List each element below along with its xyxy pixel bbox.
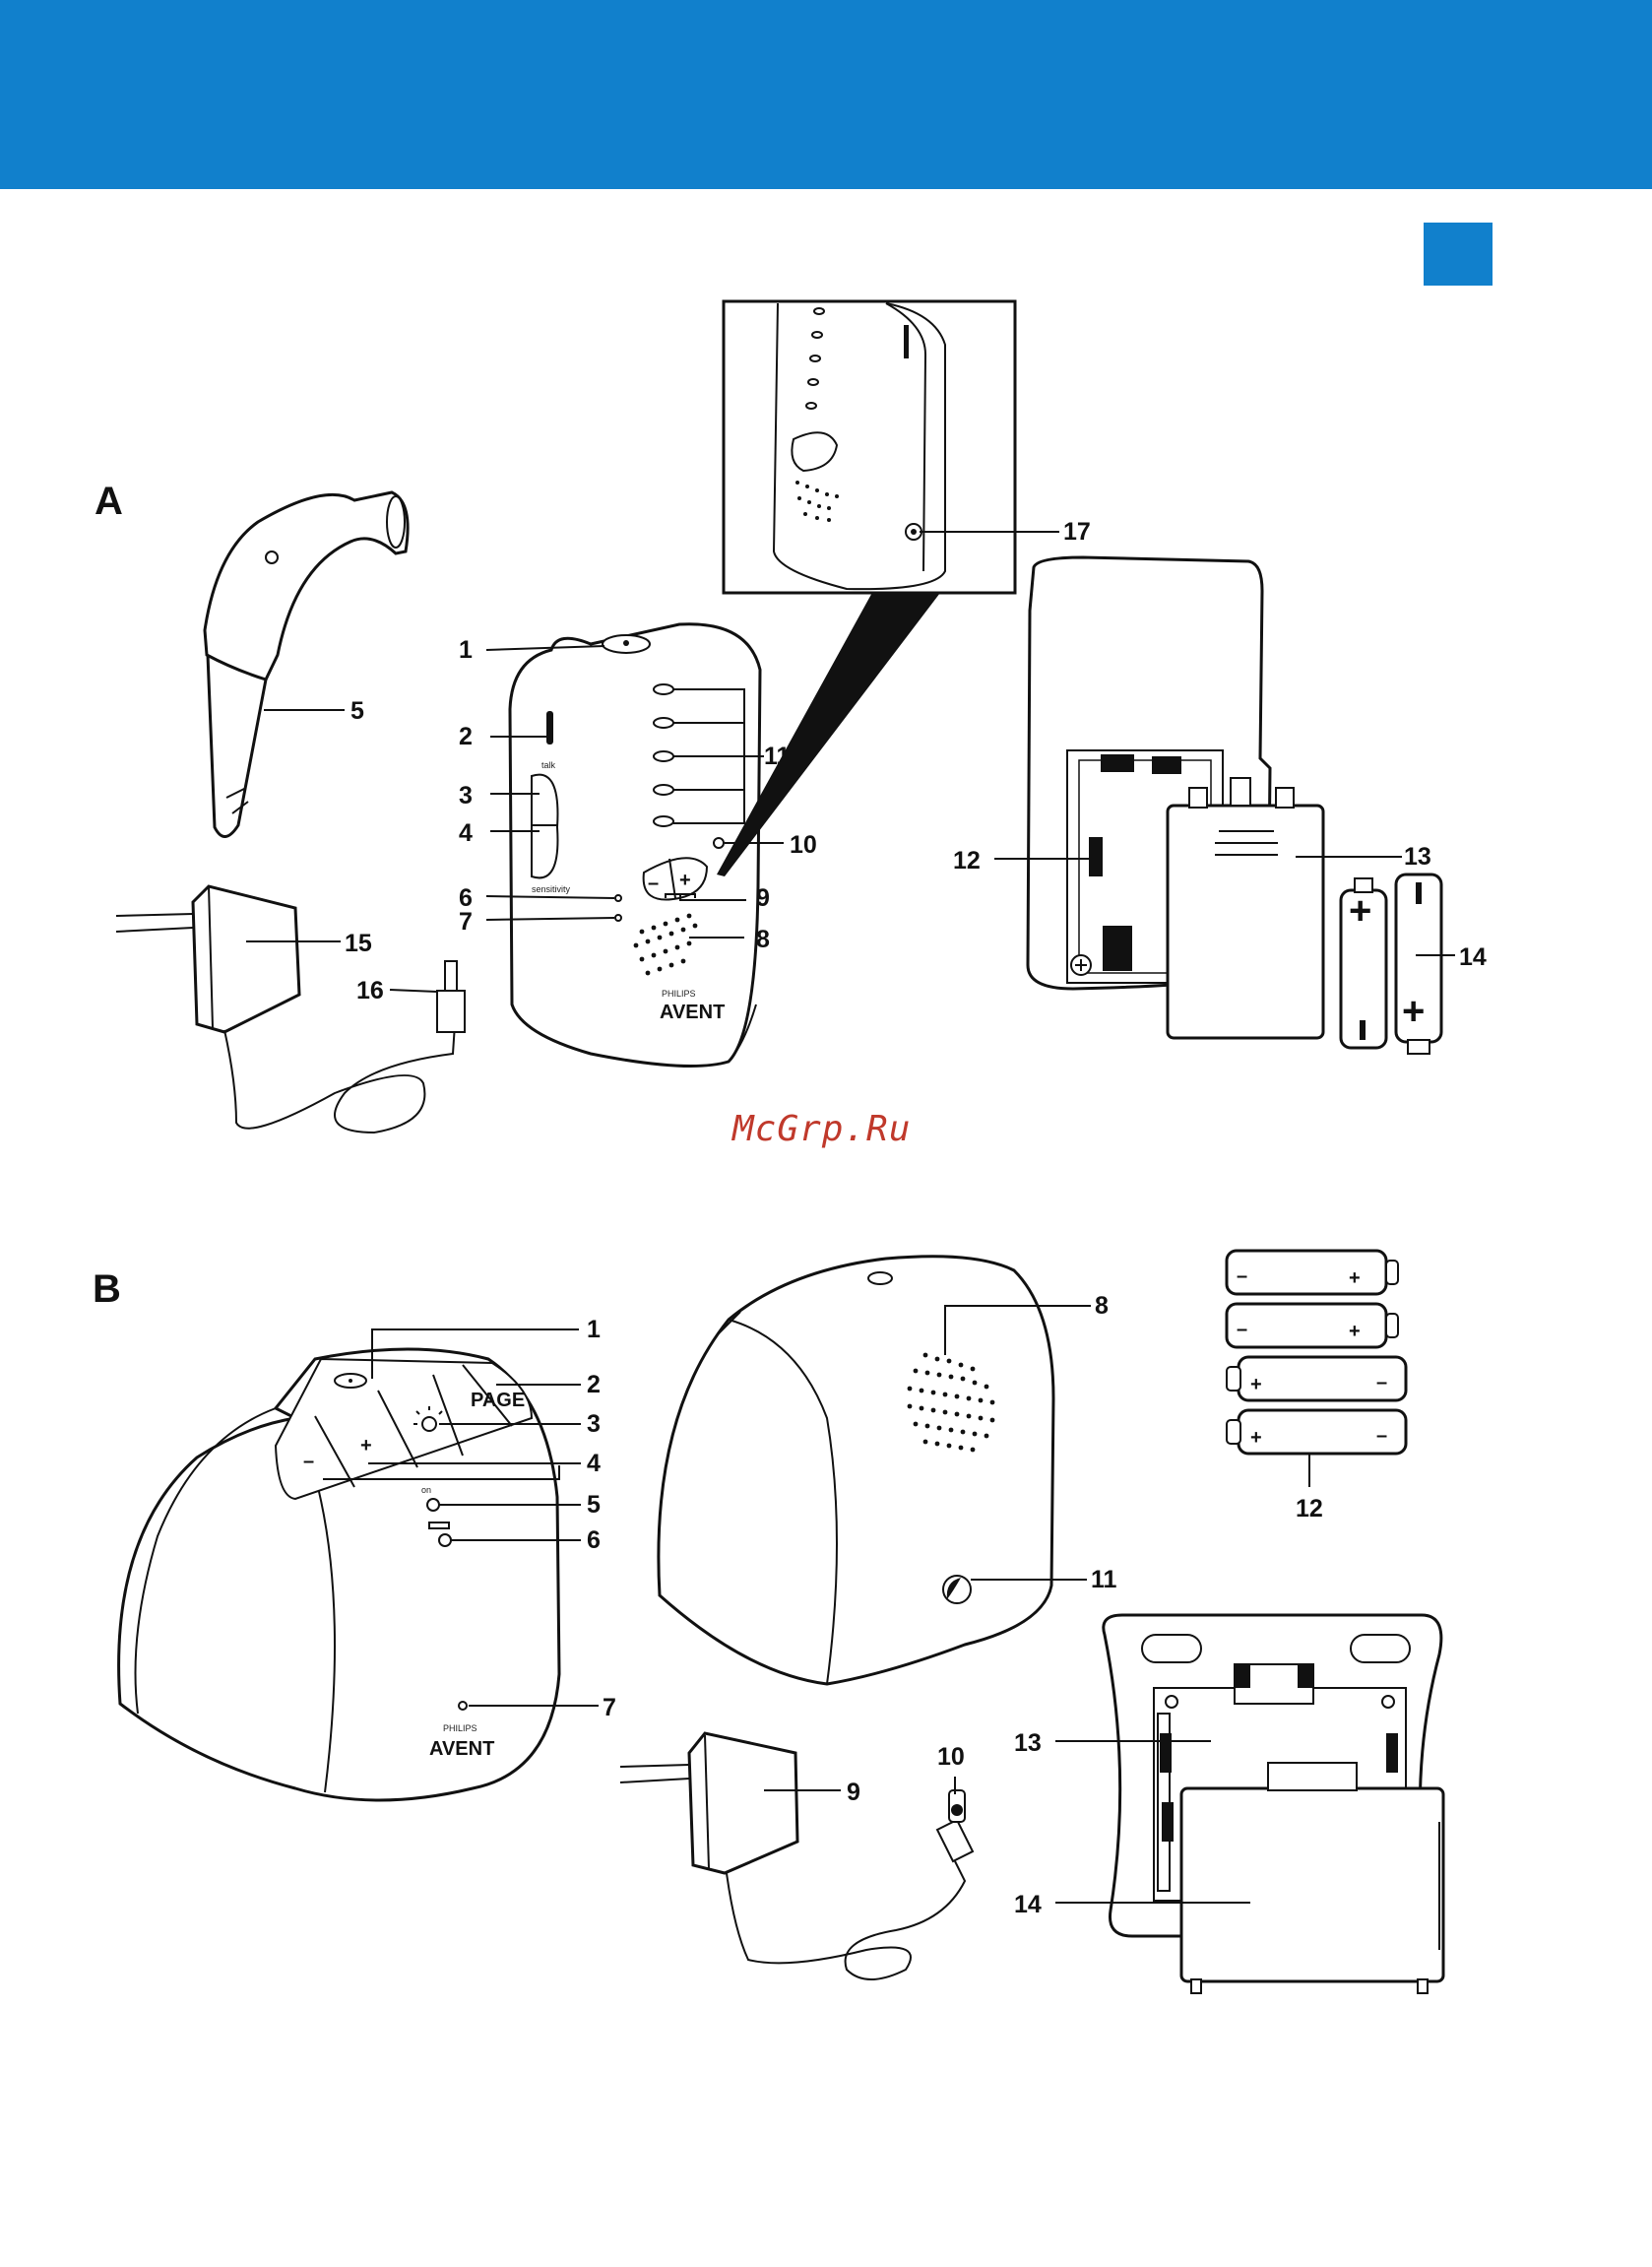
a-brand-text: PHILIPS <box>662 989 696 999</box>
label-a7: 7 <box>459 908 473 936</box>
parent-unit-front: talk sensitivity – + PHILIPS AVENT <box>510 624 760 1067</box>
a-minus-button-label: – <box>648 873 659 894</box>
a-plus-button-label: + <box>679 870 691 891</box>
label-b13: 13 <box>1014 1729 1042 1757</box>
battery-door-b <box>1181 1763 1443 1993</box>
label-b6: 6 <box>587 1526 601 1554</box>
label-a3: 3 <box>459 782 473 810</box>
section-a-letter: A <box>95 480 123 523</box>
label-a2: 2 <box>459 723 473 750</box>
batteries-a: + + <box>1341 874 1441 1054</box>
label-a10: 10 <box>790 831 817 859</box>
on-text: on <box>421 1485 431 1495</box>
battery-a2-plus: + <box>1402 990 1425 1033</box>
battery-b2-plus: + <box>1349 1321 1361 1342</box>
label-a9: 9 <box>756 884 770 912</box>
label-b2: 2 <box>587 1371 601 1398</box>
label-b3: 3 <box>587 1410 601 1438</box>
label-b8: 8 <box>1095 1292 1109 1320</box>
baby-unit-rear <box>659 1257 1053 1684</box>
baby-unit-front: – + PAGE on PHILIPS AVENT <box>119 1349 559 1800</box>
label-a1: 1 <box>459 636 473 664</box>
battery-b3-minus: – <box>1376 1372 1387 1393</box>
label-b1: 1 <box>587 1316 601 1343</box>
b-plus-button-label: + <box>360 1435 372 1457</box>
section-b-letter: B <box>93 1267 121 1311</box>
battery-cover-a <box>1168 778 1323 1038</box>
label-a8: 8 <box>756 926 770 953</box>
page-button-label: PAGE <box>471 1390 525 1411</box>
b-logo-text: AVENT <box>429 1738 494 1760</box>
leader-a16 <box>390 990 437 992</box>
battery-b4-minus: – <box>1376 1425 1387 1447</box>
battery-b1-plus: + <box>1349 1267 1361 1289</box>
label-b12: 12 <box>1296 1495 1323 1522</box>
b-brand-text: PHILIPS <box>443 1723 477 1733</box>
label-a4: 4 <box>459 819 473 847</box>
label-b14: 14 <box>1014 1891 1042 1918</box>
label-b11: 11 <box>1091 1566 1117 1593</box>
label-a17: 17 <box>1063 518 1091 546</box>
power-adapter-b <box>620 1733 973 1979</box>
label-a16: 16 <box>356 977 384 1004</box>
talk-text: talk <box>541 760 556 770</box>
battery-b3-plus: + <box>1250 1374 1262 1395</box>
a-logo-text: AVENT <box>660 1002 725 1023</box>
label-b7: 7 <box>603 1694 616 1721</box>
label-a14: 14 <box>1459 943 1487 971</box>
belt-clip <box>205 492 408 837</box>
battery-b2-minus: – <box>1237 1319 1247 1340</box>
label-a5: 5 <box>350 697 364 725</box>
battery-b1-minus: – <box>1237 1265 1247 1287</box>
label-b4: 4 <box>587 1450 601 1477</box>
label-b10: 10 <box>937 1743 965 1771</box>
sensitivity-text: sensitivity <box>532 884 571 894</box>
b-minus-button-label: – <box>303 1451 314 1472</box>
inset-side-view <box>724 301 1015 593</box>
label-a12: 12 <box>953 847 981 874</box>
label-b9: 9 <box>847 1779 860 1806</box>
battery-b4-plus: + <box>1250 1427 1262 1449</box>
power-adapter-a <box>116 886 465 1133</box>
batteries-b: – + – + + – + – <box>1227 1251 1406 1454</box>
watermark-text: McGrp.Ru <box>732 1109 911 1149</box>
label-a13: 13 <box>1404 843 1431 871</box>
battery-a1-plus: + <box>1349 889 1371 933</box>
label-b5: 5 <box>587 1491 601 1519</box>
label-a15: 15 <box>345 930 372 957</box>
